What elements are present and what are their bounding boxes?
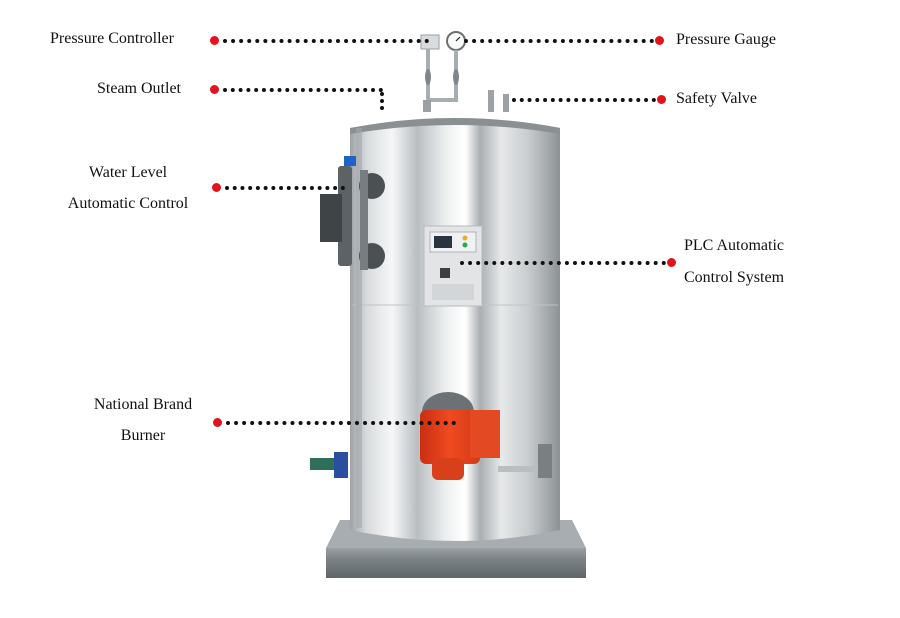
label-safety-valve: Safety Valve (676, 90, 758, 107)
marker-pressure-controller (210, 36, 219, 45)
leader-pressure-controller (223, 39, 429, 43)
label-plc-line1: PLC Automatic (684, 237, 784, 254)
label-pressure-controller: Pressure Controller (50, 30, 174, 47)
water-level-column (320, 156, 385, 270)
leader-steam-outlet-vertical (380, 92, 384, 110)
label-water-level-line2: Automatic Control (67, 195, 189, 212)
boiler-shell (350, 118, 560, 541)
marker-safety-valve (657, 95, 666, 104)
marker-plc (667, 258, 676, 267)
leader-burner (226, 421, 456, 425)
label-burner-line2: Burner (120, 427, 166, 444)
marker-steam-outlet (210, 85, 219, 94)
leader-steam-outlet (223, 88, 383, 92)
leader-plc (460, 261, 666, 265)
marker-pressure-gauge (655, 36, 664, 45)
safety-valves (488, 90, 509, 112)
label-pressure-gauge: Pressure Gauge (676, 31, 776, 48)
plc-control-panel (423, 225, 483, 307)
label-plc-line2: Control System (684, 269, 785, 286)
leader-pressure-gauge (464, 39, 654, 43)
label-steam-outlet: Steam Outlet (97, 80, 181, 97)
top-piping (420, 31, 466, 112)
marker-burner (213, 418, 222, 427)
label-burner-line1: National Brand (93, 396, 193, 413)
leader-safety-valve (512, 98, 656, 102)
marker-water-level (212, 183, 221, 192)
label-water-level-line1: Water Level (88, 164, 168, 181)
leader-water-level (225, 186, 345, 190)
